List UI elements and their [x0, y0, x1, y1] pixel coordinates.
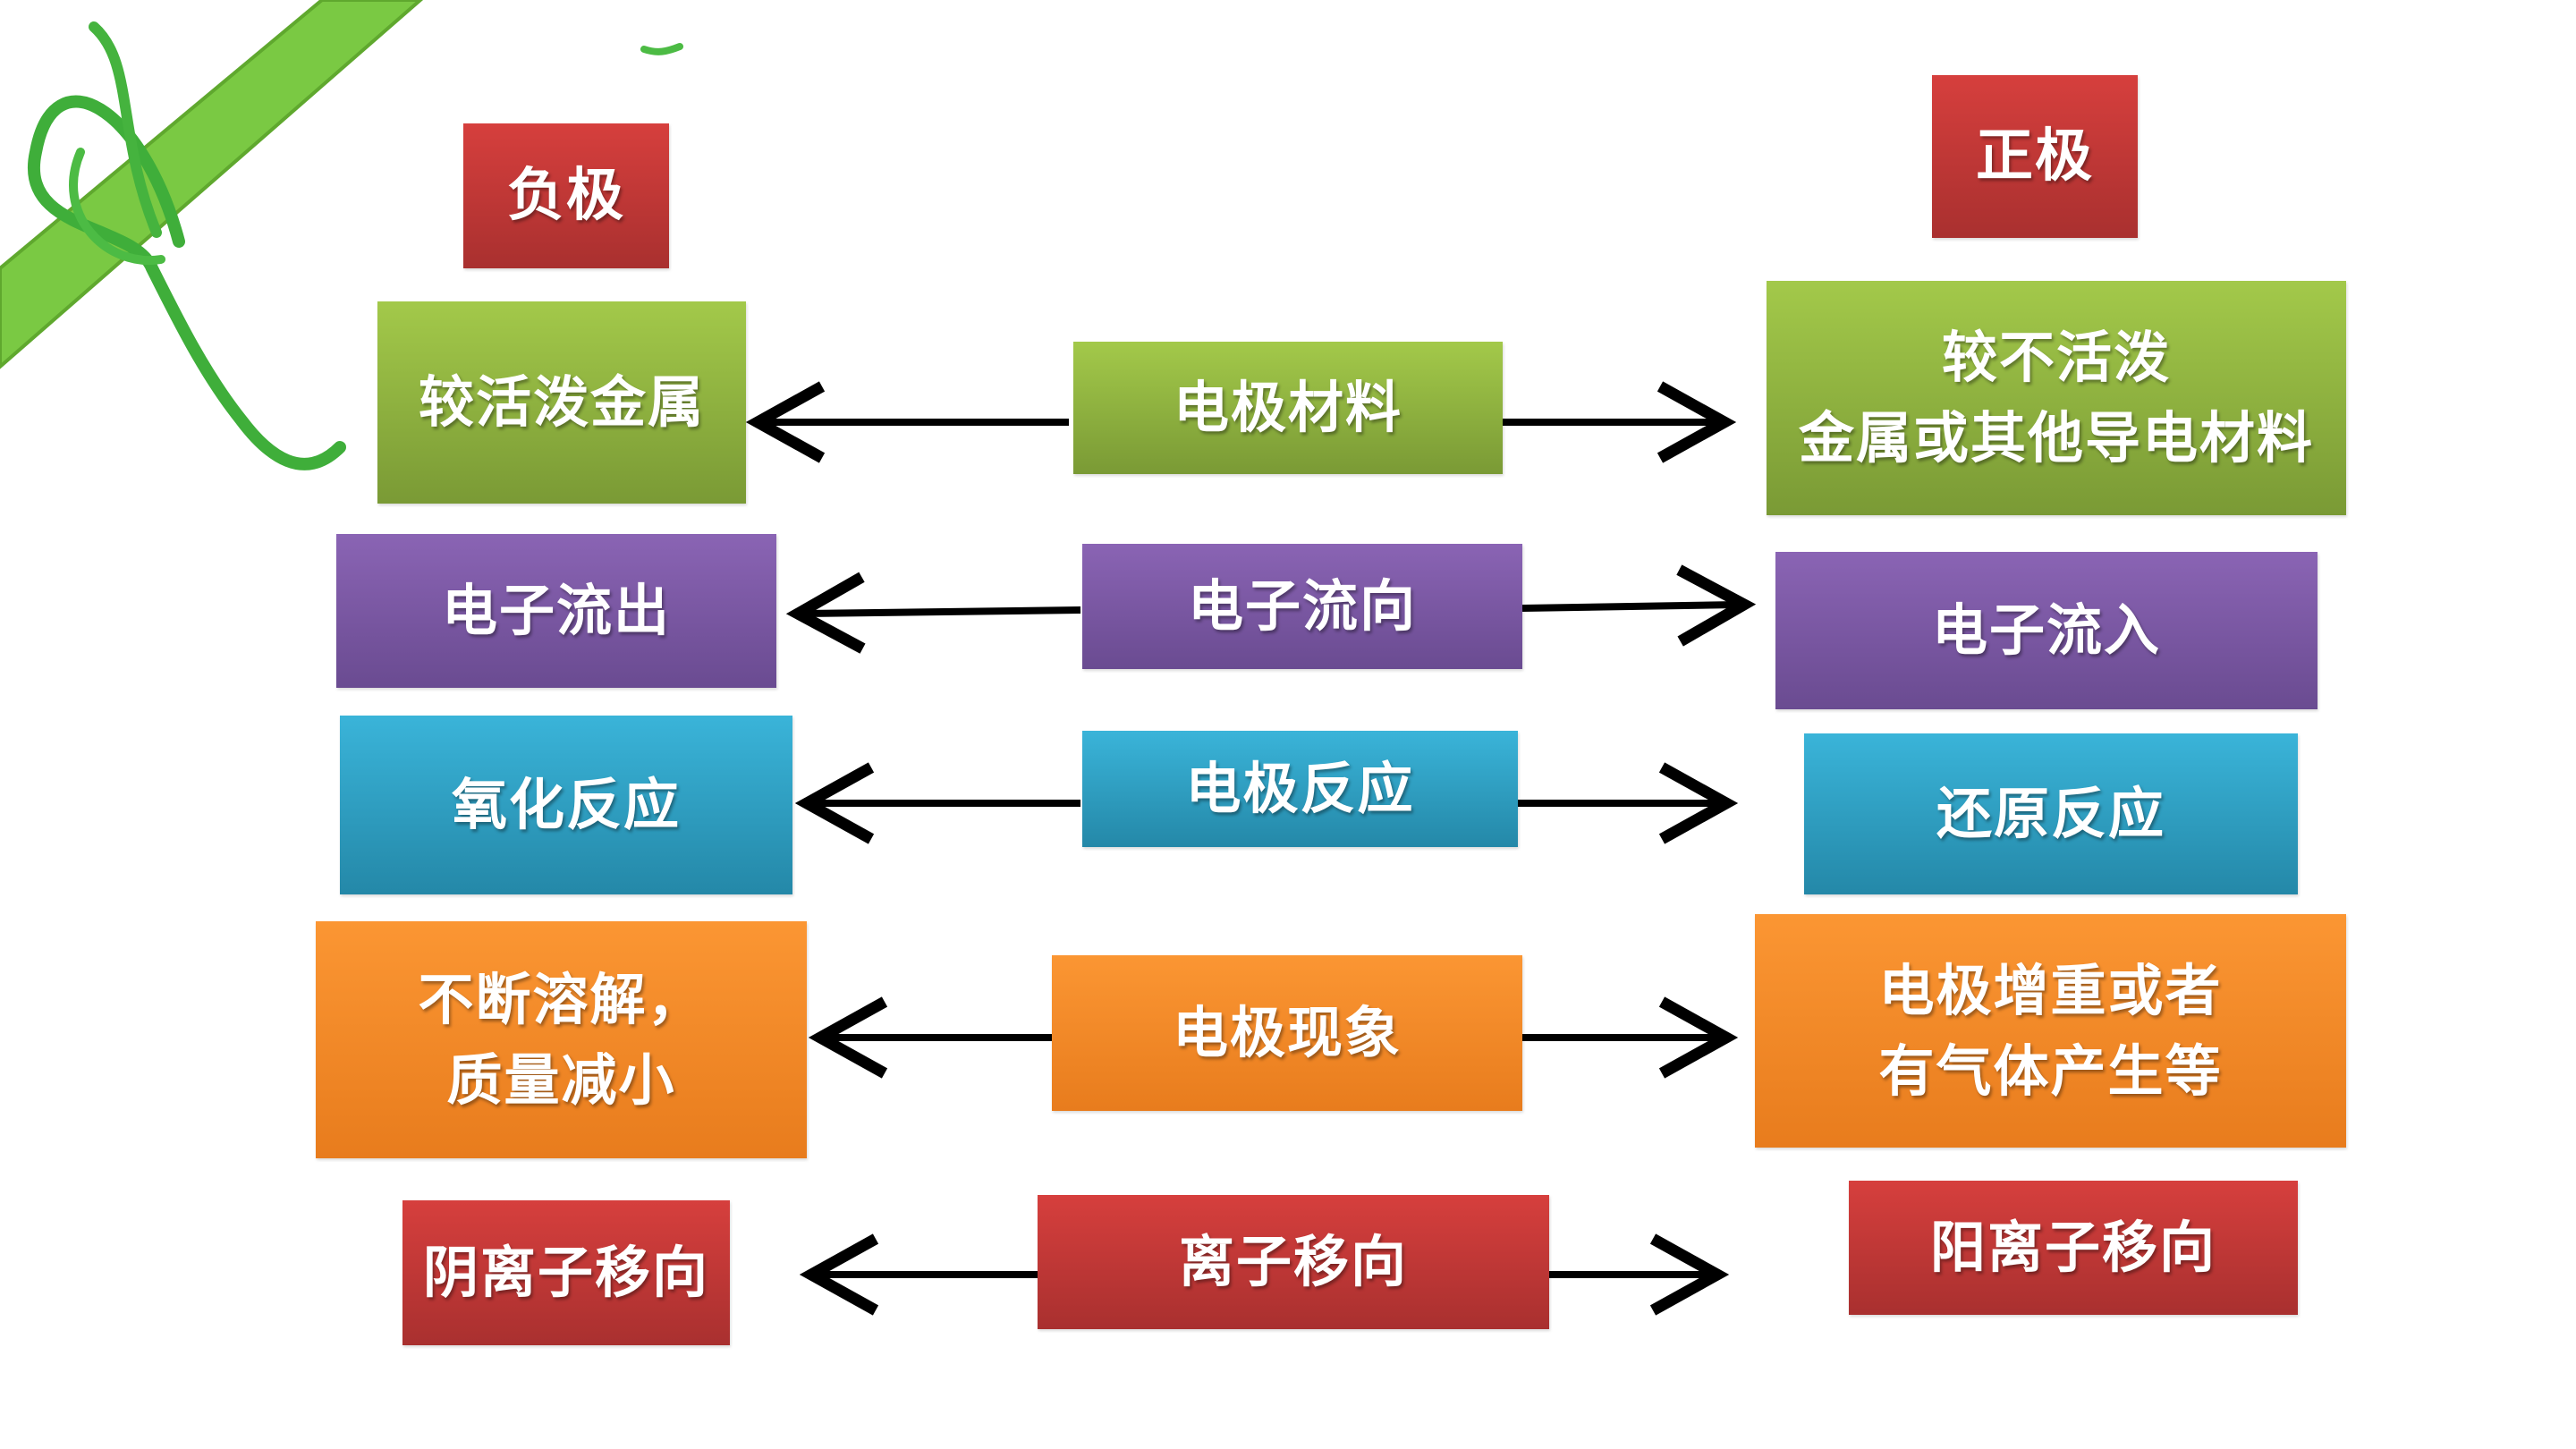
oxidation-box: 氧化反应	[340, 716, 792, 894]
electron-in-box: 电子流入	[1775, 552, 2318, 709]
cation-migration-box: 阳离子移向	[1849, 1181, 2298, 1315]
electrode-phenomenon-label: 电极现象	[1052, 955, 1522, 1111]
negative-electrode-header: 负极	[463, 123, 669, 268]
negative-phenomenon-box: 不断溶解， 质量减小	[316, 921, 807, 1158]
positive-electrode-header: 正极	[1932, 75, 2138, 238]
arrow-right-electron	[1521, 564, 1757, 647]
positive-material-box: 较不活泼 金属或其他导电材料	[1767, 281, 2346, 515]
anion-migration-box: 阴离子移向	[402, 1200, 730, 1345]
electrode-reaction-label: 电极反应	[1082, 731, 1518, 847]
arrow-left-electron	[785, 572, 1081, 654]
green-ribbon-decoration	[0, 0, 683, 470]
positive-phenomenon-box: 电极增重或者 有气体产生等	[1755, 914, 2346, 1148]
electron-flow-label: 电子流向	[1082, 544, 1522, 669]
electron-out-box: 电子流出	[336, 534, 776, 688]
electrode-material-label: 电极材料	[1073, 342, 1503, 474]
reduction-box: 还原反应	[1804, 733, 2298, 894]
ion-migration-label: 离子移向	[1038, 1195, 1549, 1329]
negative-material-box: 较活泼金属	[377, 301, 746, 504]
